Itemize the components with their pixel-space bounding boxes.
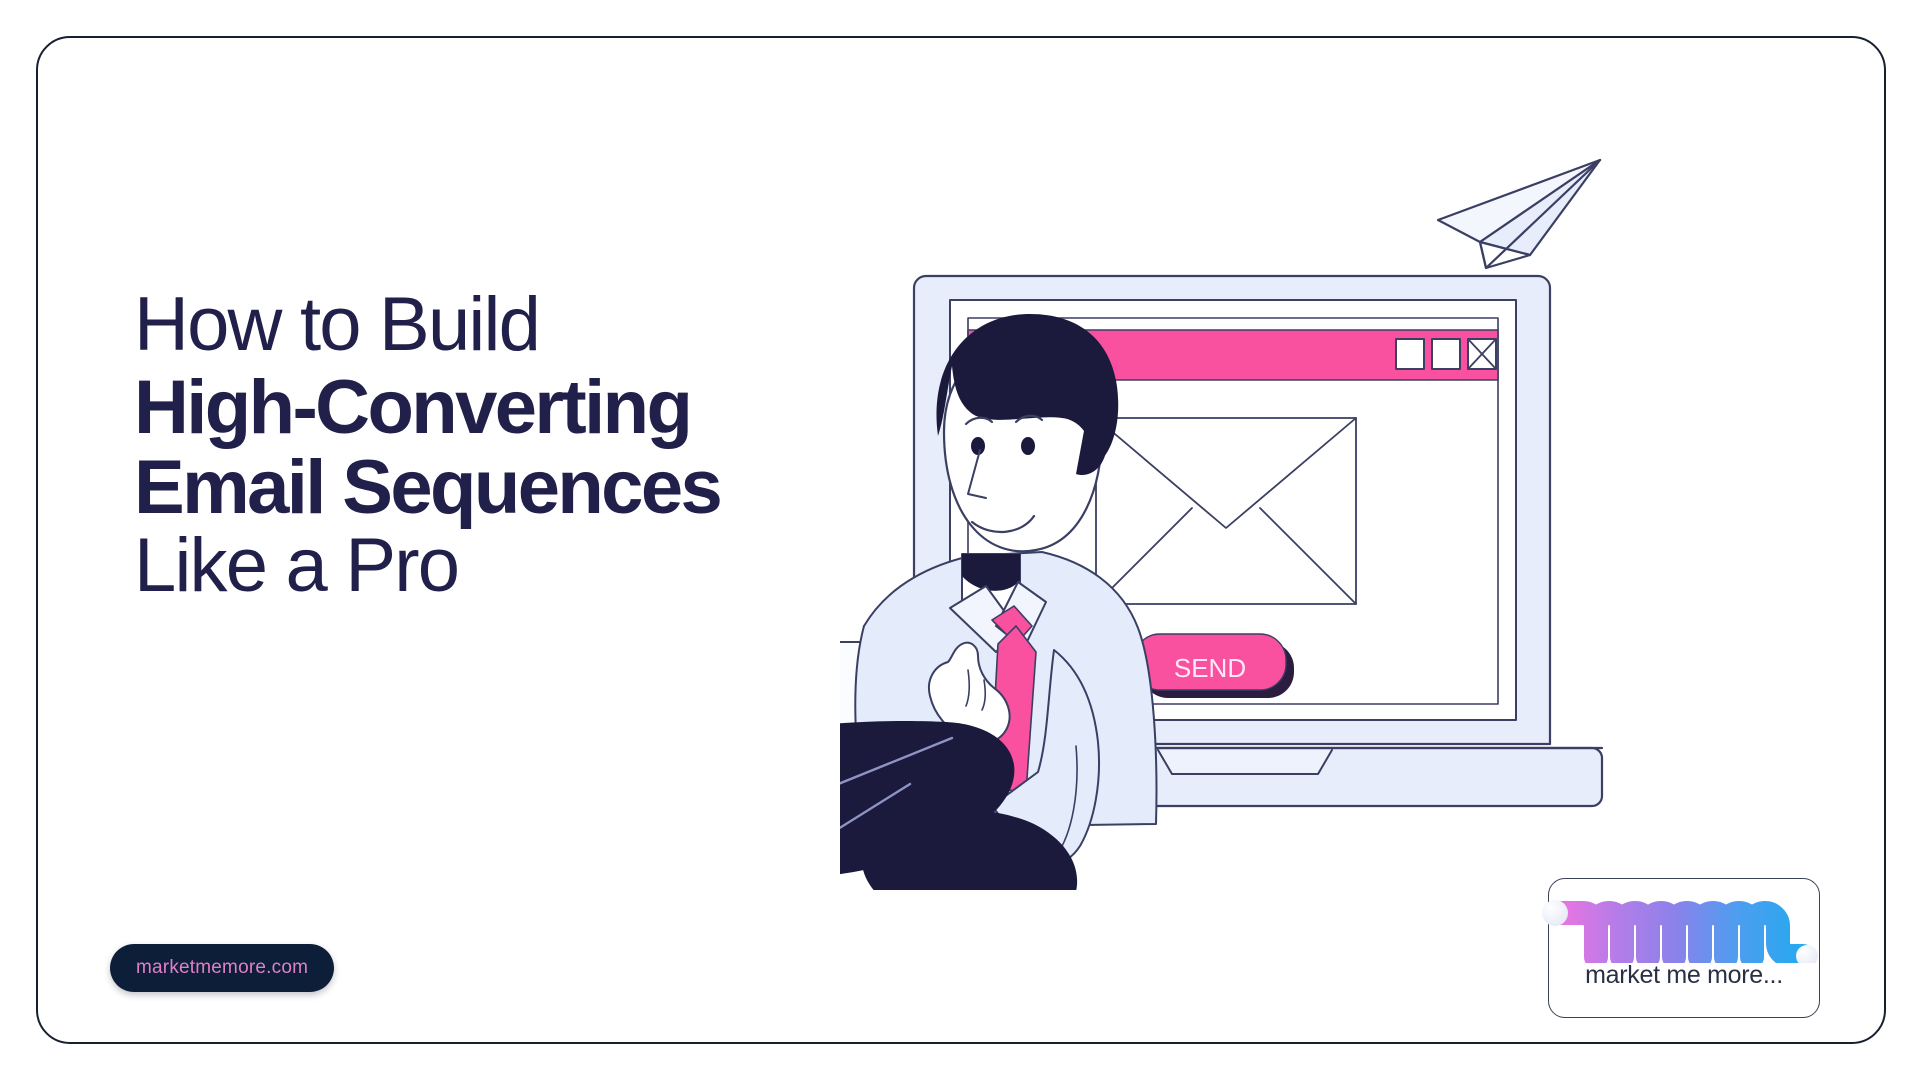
eye-left: [971, 437, 985, 455]
send-button-label: SEND: [1174, 653, 1246, 683]
envelope-icon: [1095, 417, 1357, 605]
headline-line-4: Like a Pro: [134, 522, 460, 608]
headline-line-2: High-Converting: [134, 365, 693, 451]
person-figure: [840, 314, 1158, 890]
website-url-label: marketmemore.com: [136, 957, 309, 978]
send-button: SEND: [1133, 633, 1294, 698]
brand-wordmark: market me more...: [1585, 961, 1783, 989]
headline-line-3: Email Sequences: [134, 444, 723, 530]
mmm-wave-mark-icon: [1531, 885, 1831, 969]
minimize-button-icon: [1395, 338, 1425, 370]
leg-lower: [861, 807, 1078, 890]
page-title: How to Build High-Converting Email Seque…: [134, 282, 914, 608]
eye-right: [1021, 437, 1035, 455]
hero-illustration: SEND: [840, 150, 1860, 890]
website-url-badge[interactable]: marketmemore.com: [110, 944, 335, 992]
close-button-icon: [1467, 338, 1497, 370]
headline-line-1: How to Build: [134, 282, 541, 367]
maximize-button-icon: [1431, 338, 1461, 370]
paper-plane-icon: [1436, 158, 1602, 270]
brand-logo[interactable]: market me more...: [1542, 878, 1820, 1018]
